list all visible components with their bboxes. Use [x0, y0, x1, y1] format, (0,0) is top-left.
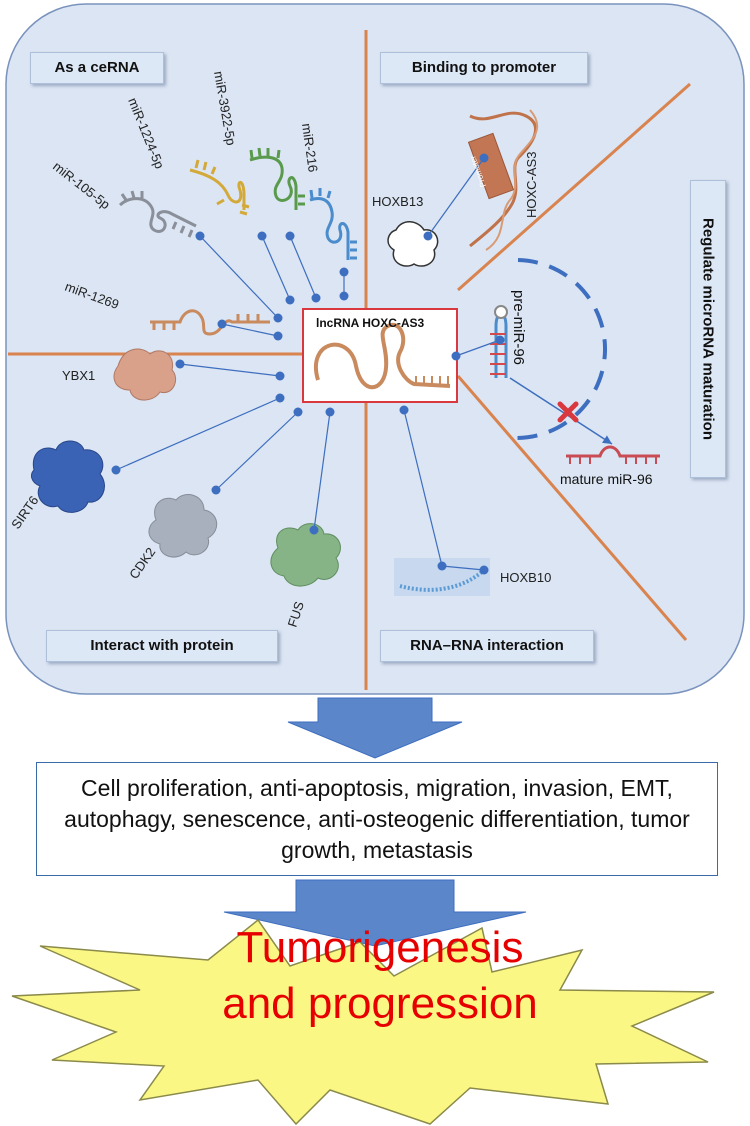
- protein-glyph-sirt6: [31, 440, 105, 513]
- hoxc-as3-strand-label: HOXC-AS3: [524, 152, 539, 218]
- maturation-dashed-circle: [513, 258, 607, 441]
- starburst-shape: [11, 918, 715, 1126]
- outcome-text: Cell proliferation, anti-apoptosis, migr…: [64, 774, 690, 863]
- final-line-1: Tumorigenesis: [236, 923, 524, 972]
- section-label-maturation: Regulate microRNA maturation: [690, 180, 726, 478]
- mature-mirna-label: mature miR-96: [560, 471, 653, 487]
- final-line-2: and progression: [222, 979, 538, 1028]
- section-label-maturation-text: Regulate microRNA maturation: [699, 218, 717, 440]
- block-x-icon: [557, 401, 579, 423]
- hoxb10-mrna-glyph: [399, 568, 486, 592]
- promoter-box: [467, 132, 515, 200]
- down-arrow-1: [287, 697, 463, 759]
- gene-label-hoxb10: HOXB10: [500, 570, 551, 585]
- hairpin-loop: [494, 305, 508, 319]
- dna-strand-glyph-2: [485, 109, 539, 251]
- lncrna-glyph-ticks: [415, 376, 449, 384]
- section-label-protein: Interact with protein: [46, 630, 278, 662]
- gene-label-hoxb13: HOXB13: [372, 194, 423, 209]
- section-label-cerna: As a ceRNA: [30, 52, 164, 84]
- mirna-glyph-3922: [249, 147, 305, 210]
- mature-mirna-glyph: [566, 445, 660, 458]
- center-box-label: lncRNA HOXC-AS3: [316, 316, 425, 330]
- mirna-glyph-1224: [189, 159, 250, 216]
- section-label-rnarna: RNA–RNA interaction: [380, 630, 594, 662]
- protein-glyph-ybx1: [113, 348, 176, 401]
- final-outcome: Tumorigenesis and progression: [140, 920, 620, 1032]
- mirna-label-216: miR-216: [299, 122, 321, 173]
- pre-mirna-label: pre-miR-96: [510, 290, 527, 365]
- connector-dots: [111, 153, 505, 575]
- section-label-promoter: Binding to promoter: [380, 52, 588, 84]
- mature-mirna-ticks: [569, 456, 657, 464]
- lncrna-glyph: [314, 322, 451, 390]
- maturation-arrow: [509, 377, 613, 445]
- protein-glyph-fus: [270, 523, 341, 587]
- protein-label-ybx1: YBX1: [62, 368, 95, 383]
- connectors: [115, 157, 501, 571]
- mirna-glyph-216: [309, 188, 357, 260]
- outcome-box: Cell proliferation, anti-apoptosis, migr…: [36, 762, 718, 876]
- protein-glyph-cdk2: [148, 494, 218, 558]
- mirna-glyph-105: [118, 190, 197, 238]
- down-arrow-2: [223, 879, 527, 947]
